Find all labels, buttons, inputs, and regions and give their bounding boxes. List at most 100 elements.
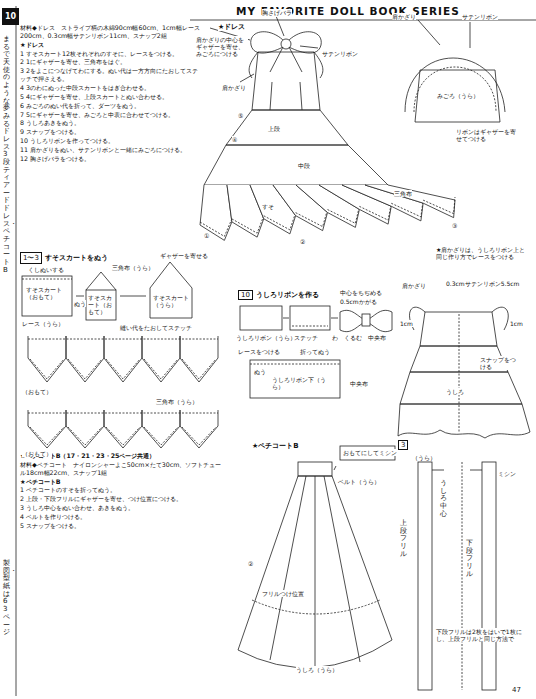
step-title: すそスカートをぬう <box>45 253 108 263</box>
step-title: うしろリボンを作る <box>256 290 319 300</box>
illustration-stroke <box>252 600 380 614</box>
part-label: すそ <box>262 203 274 210</box>
part-label: すそスカート（おもて） <box>88 294 115 316</box>
instruction-text: 12 胸さげバラをつける。 <box>20 155 200 163</box>
skirt-panel <box>104 336 142 382</box>
instruction-text: 材料◆ペチコート ナイロンシャーよこ50cm×たて30cm、ソフトチュール18c… <box>20 461 225 477</box>
illustration-stroke <box>292 326 328 327</box>
illustration-stroke <box>418 462 432 690</box>
part-label: 中段 <box>298 162 310 169</box>
part-label: 上段 <box>268 125 280 132</box>
instruction-text: 8 うしろあきをぬう。 <box>20 119 200 127</box>
lace-line <box>68 427 102 445</box>
illustration-stroke <box>249 52 323 78</box>
instruction-text: 3 うしろ中心をぬい合わせ、あきをぬう。 <box>20 504 225 512</box>
part-label: うしろリボン下（うら） <box>272 376 332 390</box>
illustration-stroke <box>287 32 321 53</box>
illustration-stroke <box>400 372 522 404</box>
illustration-stroke <box>418 20 470 48</box>
part-label: 三角布 <box>394 190 412 197</box>
lace-line <box>30 359 64 379</box>
lace-line <box>106 359 140 379</box>
part-label: 肩かざり <box>222 84 246 91</box>
illustration-stroke <box>414 67 496 112</box>
illustration-stroke <box>432 470 482 471</box>
vertical-note: 下段フリル <box>466 540 473 578</box>
instruction-text: 6 みごろのぬい代を折って、ダーツをぬう。 <box>20 102 200 110</box>
illustration-stroke <box>226 110 348 145</box>
illustration-stroke <box>150 262 192 318</box>
illustration-stroke <box>462 462 463 690</box>
skirt-panel <box>142 336 180 382</box>
illustration-stroke <box>283 318 338 319</box>
illustration-stroke <box>86 290 116 320</box>
part-label: くしぬいする <box>28 266 64 273</box>
lace-line <box>106 427 140 445</box>
part-label: 縫い代をたおしてステッチ <box>120 324 192 331</box>
part-label: （おもて） <box>22 450 52 457</box>
skirt-panel <box>66 410 104 448</box>
illustration-stroke <box>270 476 360 672</box>
illustration-stroke <box>362 314 370 326</box>
instruction-text: 7 5にギャザーを寄せ、みごろと中表に合わせてつける。 <box>20 111 200 119</box>
part-label: ぬう <box>254 368 266 375</box>
part-label: わ <box>332 334 338 341</box>
lace-line <box>391 200 423 217</box>
part-label: 47 <box>512 686 521 694</box>
skirt-panel <box>142 410 180 448</box>
part-label: レースをつける <box>238 348 280 355</box>
part-label: リボンはギャザーを寄せてつける <box>456 128 518 142</box>
part-label: おもてにしてミシン <box>343 449 397 456</box>
part-label: ★肩かざりは、うしろリボン上と同じ作り方でレースをつける <box>436 246 530 260</box>
instruction-text: ★ドレス <box>20 41 200 49</box>
part-label: 胸さげバラ <box>262 9 292 16</box>
instruction-text: 11 肩かざりをぬい、サテンリボンと一緒にみごろにつける。 <box>20 146 200 154</box>
side-rule <box>16 6 17 696</box>
petticoat <box>238 446 395 672</box>
instruction-text: 4 3のわにぬった中段スカートをはぎ合わせる。 <box>20 84 200 92</box>
part-label: 肩かざり <box>402 282 426 289</box>
hem-panel <box>200 185 232 240</box>
page-tab: 10 <box>2 8 19 25</box>
part-label: （うら） <box>412 454 436 461</box>
part-label: ぬう <box>74 300 86 307</box>
part-label: ② <box>248 560 253 567</box>
part-label: くるむ <box>344 334 362 341</box>
illustration-stroke <box>398 404 530 438</box>
part-label: サテンリボン <box>322 50 358 57</box>
part-label: 三角布（うら） <box>112 264 154 271</box>
vertical-note: 上段フリル <box>400 520 407 558</box>
part-label: ミシン <box>498 470 516 477</box>
part-label: ③ <box>452 222 457 229</box>
gather-line <box>28 413 218 414</box>
part-label: 中央布 <box>368 334 386 341</box>
part-label: ② <box>300 238 305 245</box>
part-label: 1cm <box>400 320 413 327</box>
illustration-stroke <box>415 70 500 122</box>
illustration-stroke <box>250 360 340 398</box>
illustration-stroke <box>240 306 282 330</box>
step-number: 3 <box>398 440 408 450</box>
part-label: レース（うら） <box>22 320 64 327</box>
part-label: 中心をちぢめる <box>340 289 382 296</box>
illustration-stroke <box>334 466 336 470</box>
skirt-panel <box>66 336 104 382</box>
lace-line <box>328 206 360 223</box>
part-label: 1cm <box>510 320 523 327</box>
hem-panel <box>365 185 455 218</box>
part-label: （おもて） <box>22 388 52 395</box>
skirt-panel <box>28 336 66 382</box>
step-number: 10 <box>2 8 19 25</box>
part-label: 0.5cmかがる <box>340 298 377 305</box>
illustration-stroke <box>405 58 505 112</box>
part-label: ステッチ <box>294 334 318 341</box>
instruction-text: 10 うしろリボンを作ってつける。 <box>20 137 200 145</box>
illustration-stroke <box>420 312 497 346</box>
step-number: 10 <box>238 290 253 300</box>
part-label: ★ペチコートB <box>252 442 299 450</box>
lace-line <box>423 197 455 214</box>
part-label: ギャザーを寄せる <box>160 252 208 259</box>
part-label: ④ <box>232 136 237 143</box>
part-label: みごろ（うら） <box>437 92 479 99</box>
illustration-stroke <box>250 364 340 365</box>
